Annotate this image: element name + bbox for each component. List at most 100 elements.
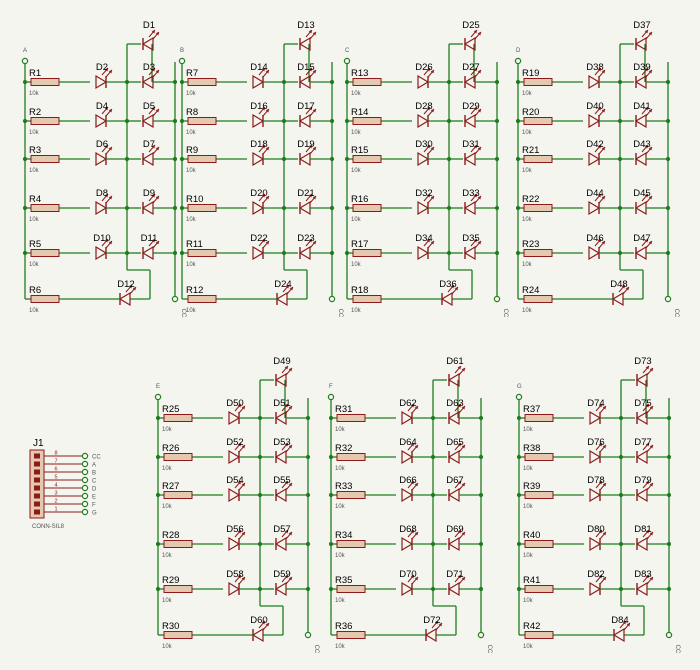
led-diode: D48 [610, 279, 630, 307]
vcc-label: CC [502, 309, 508, 318]
resistor-name: R40 [523, 530, 540, 541]
light-arrow-head [104, 68, 108, 72]
light-arrow-head [602, 577, 606, 581]
led-name: D49 [273, 356, 290, 367]
resistor-value: 10k [186, 262, 197, 268]
led-diode: D13 [297, 20, 317, 52]
led-name: D75 [634, 398, 651, 409]
light-arrow-head [265, 623, 269, 627]
led-name: D27 [462, 62, 479, 73]
led-diode: D53 [273, 437, 293, 465]
connector-pin-square [34, 493, 40, 499]
light-arrow-head [155, 241, 159, 245]
led-triangle [589, 449, 602, 465]
light-arrow-head [598, 443, 602, 447]
led-name: D81 [634, 524, 651, 535]
led-name: D64 [399, 437, 416, 448]
light-arrow-head [151, 68, 155, 72]
led-triangle [588, 74, 601, 90]
light-arrow-head [312, 109, 316, 113]
junction-dot [494, 118, 500, 124]
light-arrow-head [644, 107, 648, 111]
junction-dot [666, 541, 672, 547]
bus-label: C [345, 48, 350, 54]
resistor-name: R12 [186, 285, 203, 296]
resistor-body [336, 453, 366, 461]
resistor-name: R37 [523, 404, 540, 415]
led-name: D22 [250, 233, 267, 244]
connector-name: J1 [33, 438, 44, 449]
led-name: D67 [446, 475, 463, 486]
light-arrow-head [237, 404, 241, 408]
resistor-value: 10k [523, 504, 534, 510]
led-name: D79 [634, 475, 651, 486]
led-triangle [440, 291, 453, 307]
led-name: D60 [250, 615, 267, 626]
led-triangle [228, 410, 241, 426]
junction-dot [172, 79, 178, 85]
led-name: D16 [250, 101, 267, 112]
resistor-name: R41 [523, 575, 540, 586]
resistor-body [523, 117, 553, 125]
led-name: D25 [462, 20, 479, 31]
resistor-name: R38 [523, 443, 540, 454]
resistor-name: R24 [522, 285, 539, 296]
led-name: D83 [634, 569, 651, 580]
led-name: D18 [250, 139, 267, 150]
light-arrow-head [308, 194, 312, 198]
resistor-body [336, 540, 366, 548]
junction-dot [478, 541, 484, 547]
led-name: D68 [399, 524, 416, 535]
resistor-name: R31 [335, 404, 352, 415]
light-arrow-head [644, 145, 648, 149]
vcc-label: CC [486, 645, 492, 654]
connector-pin-label: G [92, 511, 97, 517]
resistor-name: R7 [186, 68, 198, 79]
light-arrow-head [601, 241, 605, 245]
led-triangle [634, 36, 647, 52]
terminal-circle [81, 500, 89, 508]
light-arrow-head [625, 287, 629, 291]
led-diode: D16 [250, 101, 270, 129]
led-diode: D74 [587, 398, 607, 426]
connector-pin: 4D [34, 483, 97, 493]
junction-dot [478, 586, 484, 592]
terminal-circle [81, 452, 89, 460]
resistor-name: R1 [29, 68, 41, 79]
led-diode: D12 [117, 279, 137, 307]
light-arrow-head [649, 483, 653, 487]
light-arrow-head [265, 241, 269, 245]
resistor-name: R15 [351, 145, 368, 156]
light-arrow-head [645, 404, 649, 408]
resistor-body [524, 491, 554, 499]
light-arrow-head [602, 483, 606, 487]
terminal-circle [328, 295, 336, 303]
light-arrow-head [601, 196, 605, 200]
light-arrow-head [648, 70, 652, 74]
resistor-body [187, 249, 217, 257]
junction-dot [478, 415, 484, 421]
light-arrow-head [473, 145, 477, 149]
light-arrow-head [648, 196, 652, 200]
led-triangle [95, 200, 108, 216]
light-arrow-head [461, 368, 465, 372]
light-arrow-head [284, 404, 288, 408]
light-arrow-head [265, 196, 269, 200]
light-arrow-head [261, 145, 265, 149]
led-name: D24 [274, 279, 291, 290]
light-arrow-head [645, 443, 649, 447]
led-name: D66 [399, 475, 416, 486]
led-name: D6 [96, 139, 108, 150]
led-diode: D65 [446, 437, 466, 465]
led-diode: D72 [423, 615, 443, 643]
light-arrow-head [261, 107, 265, 111]
resistor-value: 10k [162, 644, 173, 650]
light-arrow-head [265, 109, 269, 113]
